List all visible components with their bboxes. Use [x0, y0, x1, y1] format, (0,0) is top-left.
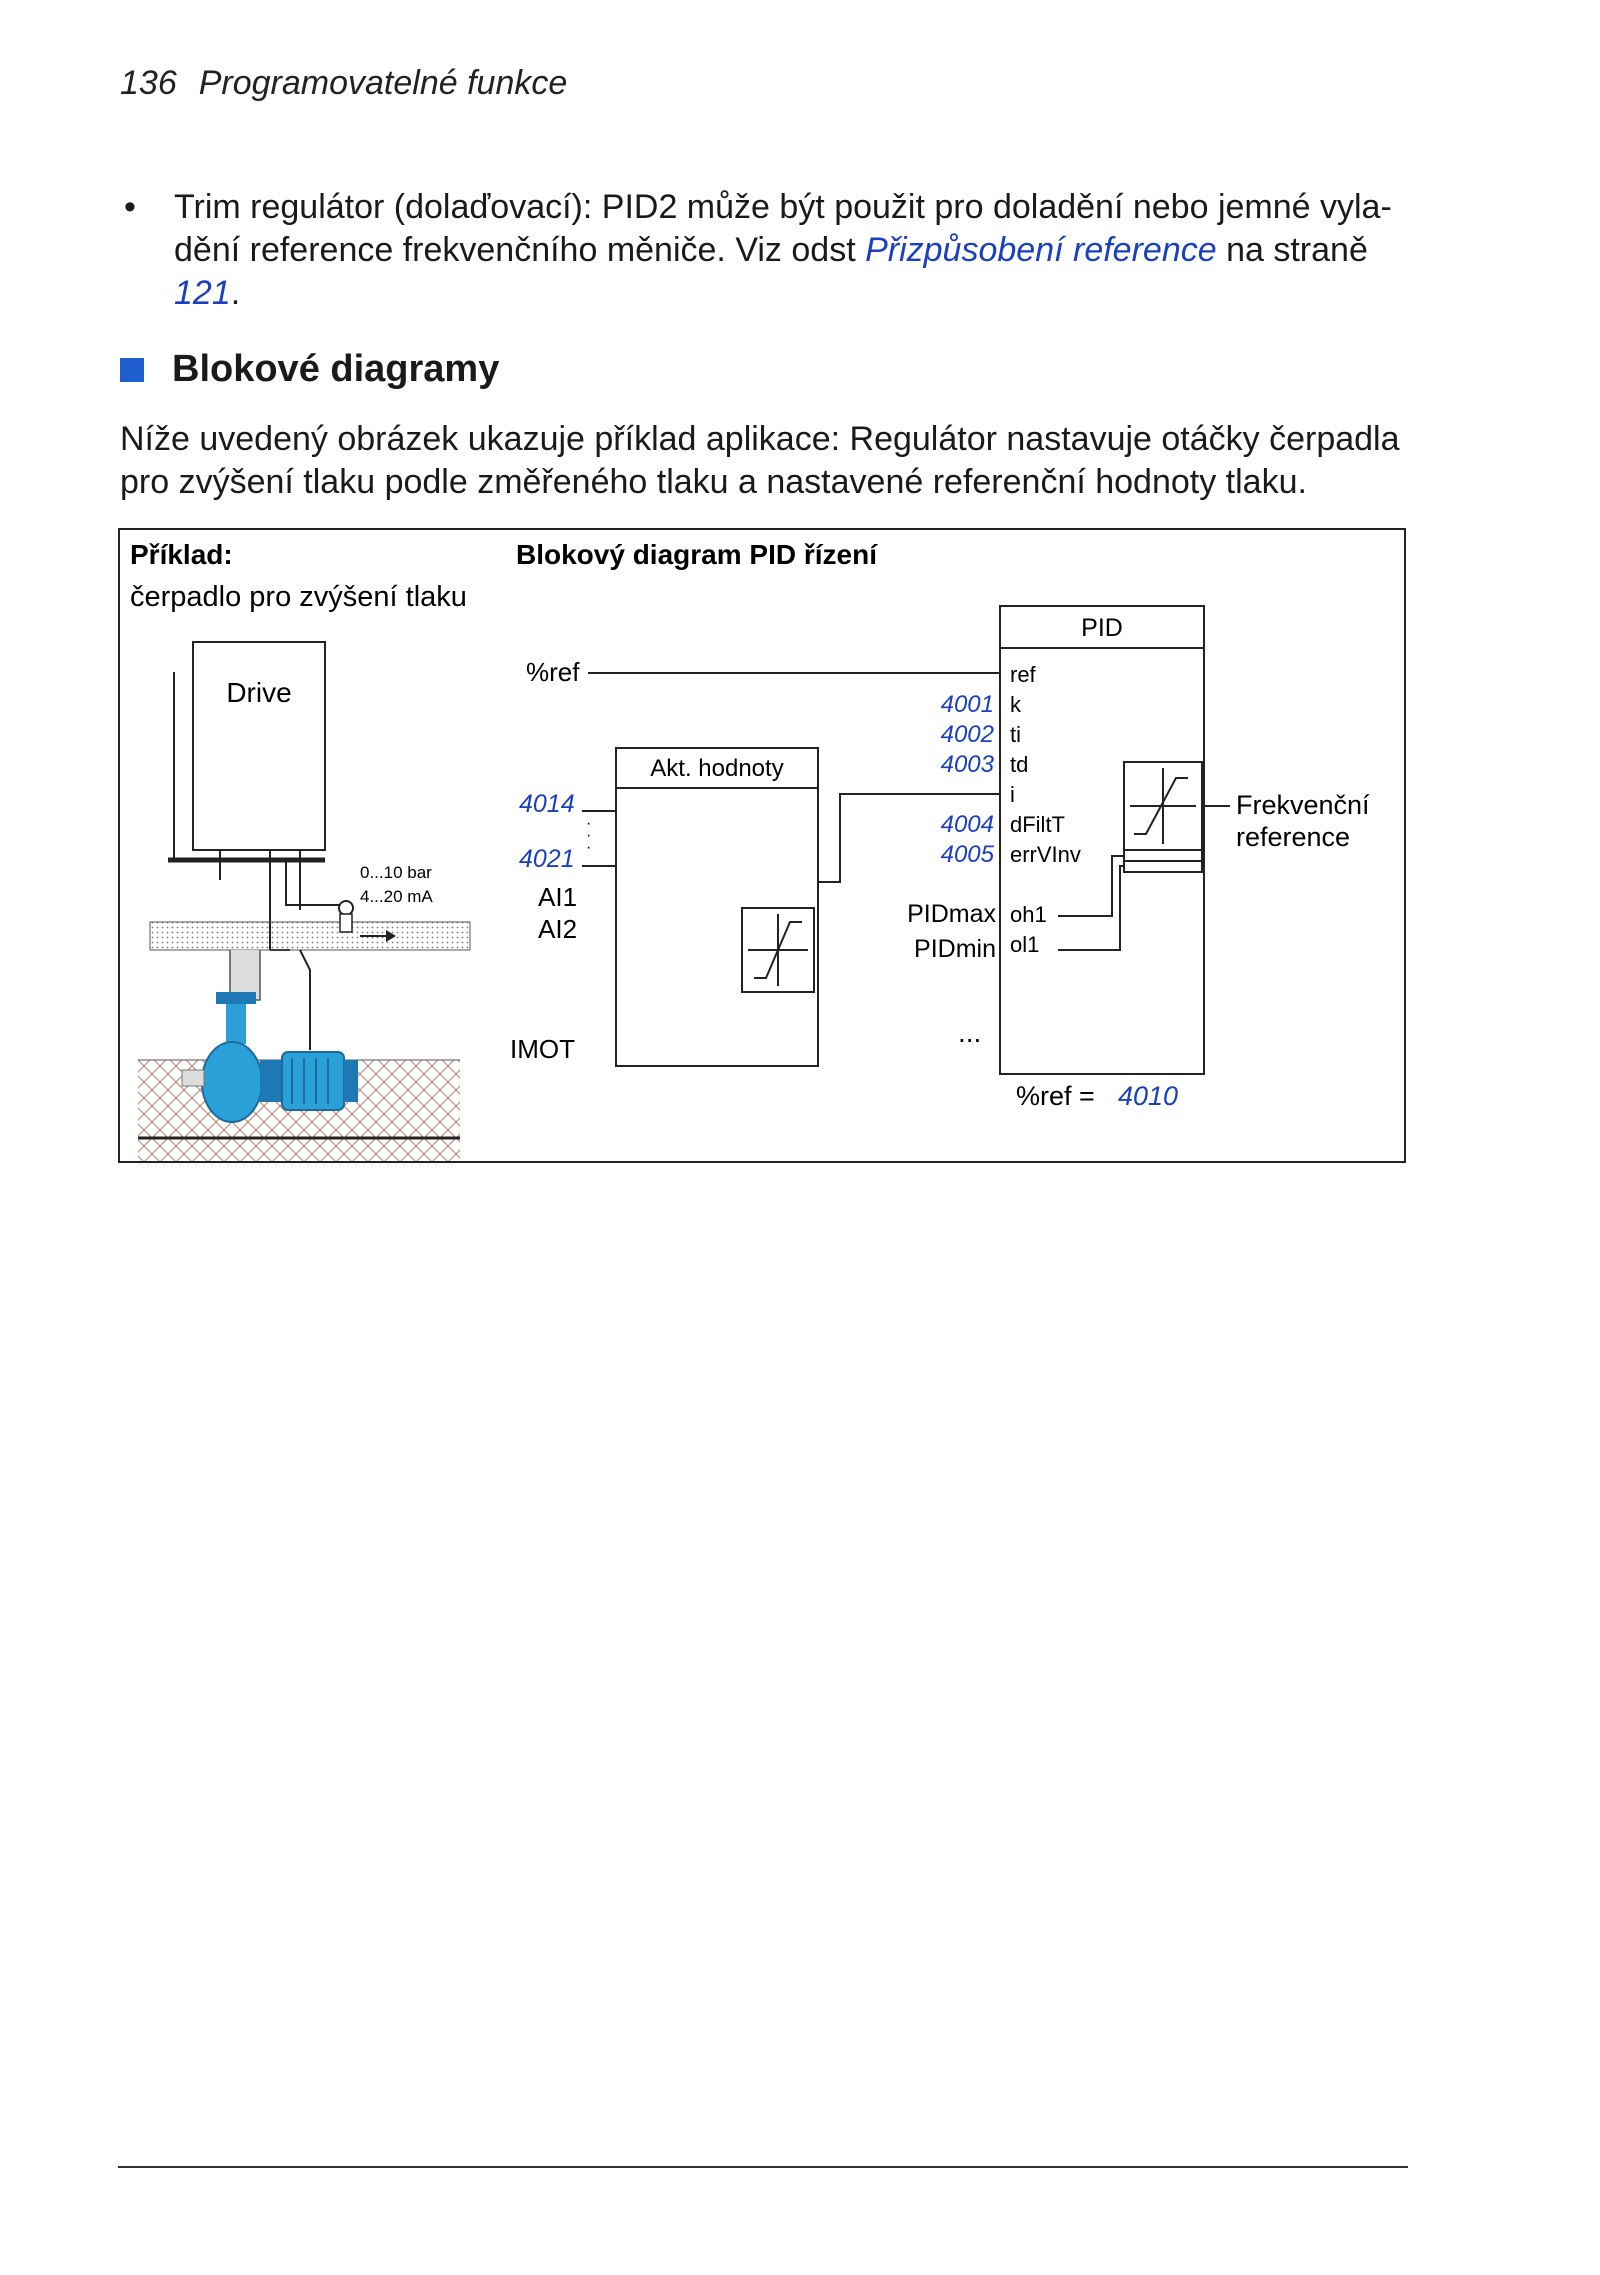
ai2-label: AI2: [538, 914, 577, 944]
oh1-label: oh1: [1010, 902, 1047, 927]
bullet-text-start: Trim regulátor (dolaďovací): PID2 může b…: [174, 188, 1392, 269]
pid-diagram: Příklad: čerpadlo pro zvýšení tlaku Blok…: [130, 539, 1370, 1161]
section-heading: Blokové diagramy: [120, 348, 499, 391]
pid-input-ref: ref: [1010, 662, 1037, 687]
link-page-121[interactable]: 121: [174, 274, 231, 312]
drive-label: Drive: [226, 677, 291, 708]
vertical-dots: ·: [586, 815, 591, 832]
bullet-text: Trim regulátor (dolaďovací): PID2 může b…: [174, 186, 1414, 315]
param-4002: 4002: [941, 721, 994, 748]
pid-input-k: k: [1010, 692, 1022, 717]
imot-label: IMOT: [510, 1034, 575, 1064]
section-title: Programovatelné funkce: [198, 64, 568, 102]
svg-text:·: ·: [586, 827, 591, 844]
pid-input-errvinv: errVInv: [1010, 842, 1081, 867]
pid-input-dfiltt: dFiltT: [1010, 812, 1065, 837]
pid-input-td: td: [1010, 752, 1028, 777]
output-label-1: Frekvenční: [1236, 790, 1370, 820]
diagram-title: Blokový diagram PID řízení: [516, 539, 878, 570]
example-title: Příklad:: [130, 539, 233, 570]
bullet-text-middle: na straně: [1216, 231, 1368, 269]
akt-to-pid-line: [818, 793, 1000, 883]
example-subtitle: čerpadlo pro zvýšení tlaku: [130, 581, 467, 613]
pid-figure: Příklad: čerpadlo pro zvýšení tlaku Blok…: [118, 528, 1406, 1163]
heading-square-icon: [120, 357, 144, 382]
sensor-signal: 4...20 mA: [360, 887, 433, 906]
section-heading-text: Blokové diagramy: [172, 348, 500, 390]
bullet-text-end: .: [230, 274, 241, 312]
svg-text:·: ·: [586, 839, 591, 856]
ai1-label: AI1: [538, 882, 577, 912]
pidmin-label: PIDmin: [914, 935, 996, 963]
sensor-range: 0...10 bar: [360, 863, 432, 882]
akt-hodnoty-label: Akt. hodnoty: [650, 755, 783, 782]
param-4021: 4021: [519, 845, 575, 873]
output-label-2: reference: [1236, 822, 1350, 852]
ellipsis: ...: [958, 1017, 981, 1048]
page-header: 136 Programovatelné funkce: [120, 64, 567, 103]
pid-input-ti: ti: [1010, 722, 1021, 747]
param-4003: 4003: [941, 751, 995, 778]
ol1-label: ol1: [1010, 932, 1039, 957]
param-4005: 4005: [941, 841, 995, 868]
param-4001: 4001: [941, 691, 994, 718]
pump-illustration: Drive 0...10 bar 4...20 mA: [138, 641, 471, 1161]
bullet-dot: •: [124, 188, 136, 226]
ref-equation-label: %ref =: [1016, 1081, 1095, 1111]
pid-input-i: i: [1010, 782, 1015, 807]
pidmax-label: PIDmax: [907, 900, 996, 928]
intro-paragraph: Níže uvedený obrázek ukazuje příklad apl…: [120, 420, 1400, 501]
page-number: 136: [120, 64, 177, 102]
param-4004: 4004: [941, 811, 994, 838]
link-prizpusobeni-reference[interactable]: Přizpůsobení reference: [865, 231, 1217, 269]
footer-rule: [118, 2166, 1408, 2168]
param-4014: 4014: [519, 790, 575, 818]
param-4010: 4010: [1118, 1081, 1178, 1111]
drive-box: [192, 641, 326, 851]
bullet-item: • Trim regulátor (dolaďovací): PID2 může…: [124, 186, 1414, 315]
ref-input-label: %ref: [526, 657, 580, 687]
pid-label: PID: [1081, 614, 1123, 642]
